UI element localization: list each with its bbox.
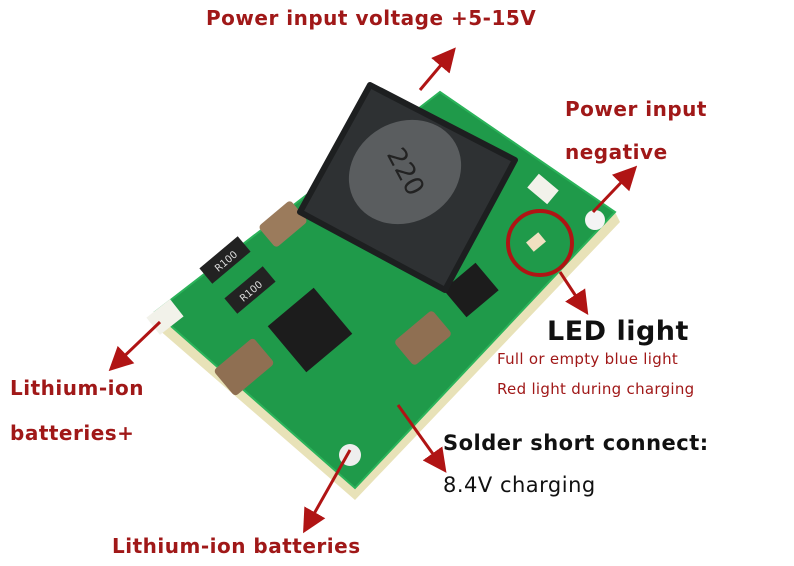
label-power-negative-1: Power input <box>565 97 707 121</box>
arrow-battery-minus <box>303 449 352 534</box>
capacitor <box>259 201 307 247</box>
label-battery-minus: Lithium-ion batteries <box>112 534 361 558</box>
label-led-title: LED light <box>547 316 689 347</box>
arrow-battery-plus <box>108 320 162 372</box>
label-led-line2: Red light during charging <box>497 380 695 398</box>
label-solder-1: Solder short connect: <box>443 431 709 455</box>
label-power-input-voltage: Power input voltage +5-15V <box>206 6 537 30</box>
arrow-solder <box>396 404 447 473</box>
led-highlight-circle <box>506 209 574 277</box>
label-battery-plus-1: Lithium-ion <box>10 376 144 400</box>
arrow-power-input <box>418 47 456 91</box>
arrow-power-negative <box>591 165 638 214</box>
label-power-negative-2: negative <box>565 140 668 164</box>
pad-power-negative <box>585 210 605 230</box>
led <box>526 232 546 252</box>
inductor: 220 <box>297 82 518 293</box>
capacitor <box>214 338 274 396</box>
label-battery-plus-2: batteries+ <box>10 421 135 445</box>
arrow-led <box>558 271 589 316</box>
label-solder-2: 8.4V charging <box>443 473 596 497</box>
diode <box>443 262 499 318</box>
capacitor <box>395 311 451 365</box>
pad-power-positive <box>527 173 559 205</box>
label-led-line1: Full or empty blue light <box>497 350 679 368</box>
charger-ic <box>267 287 353 373</box>
